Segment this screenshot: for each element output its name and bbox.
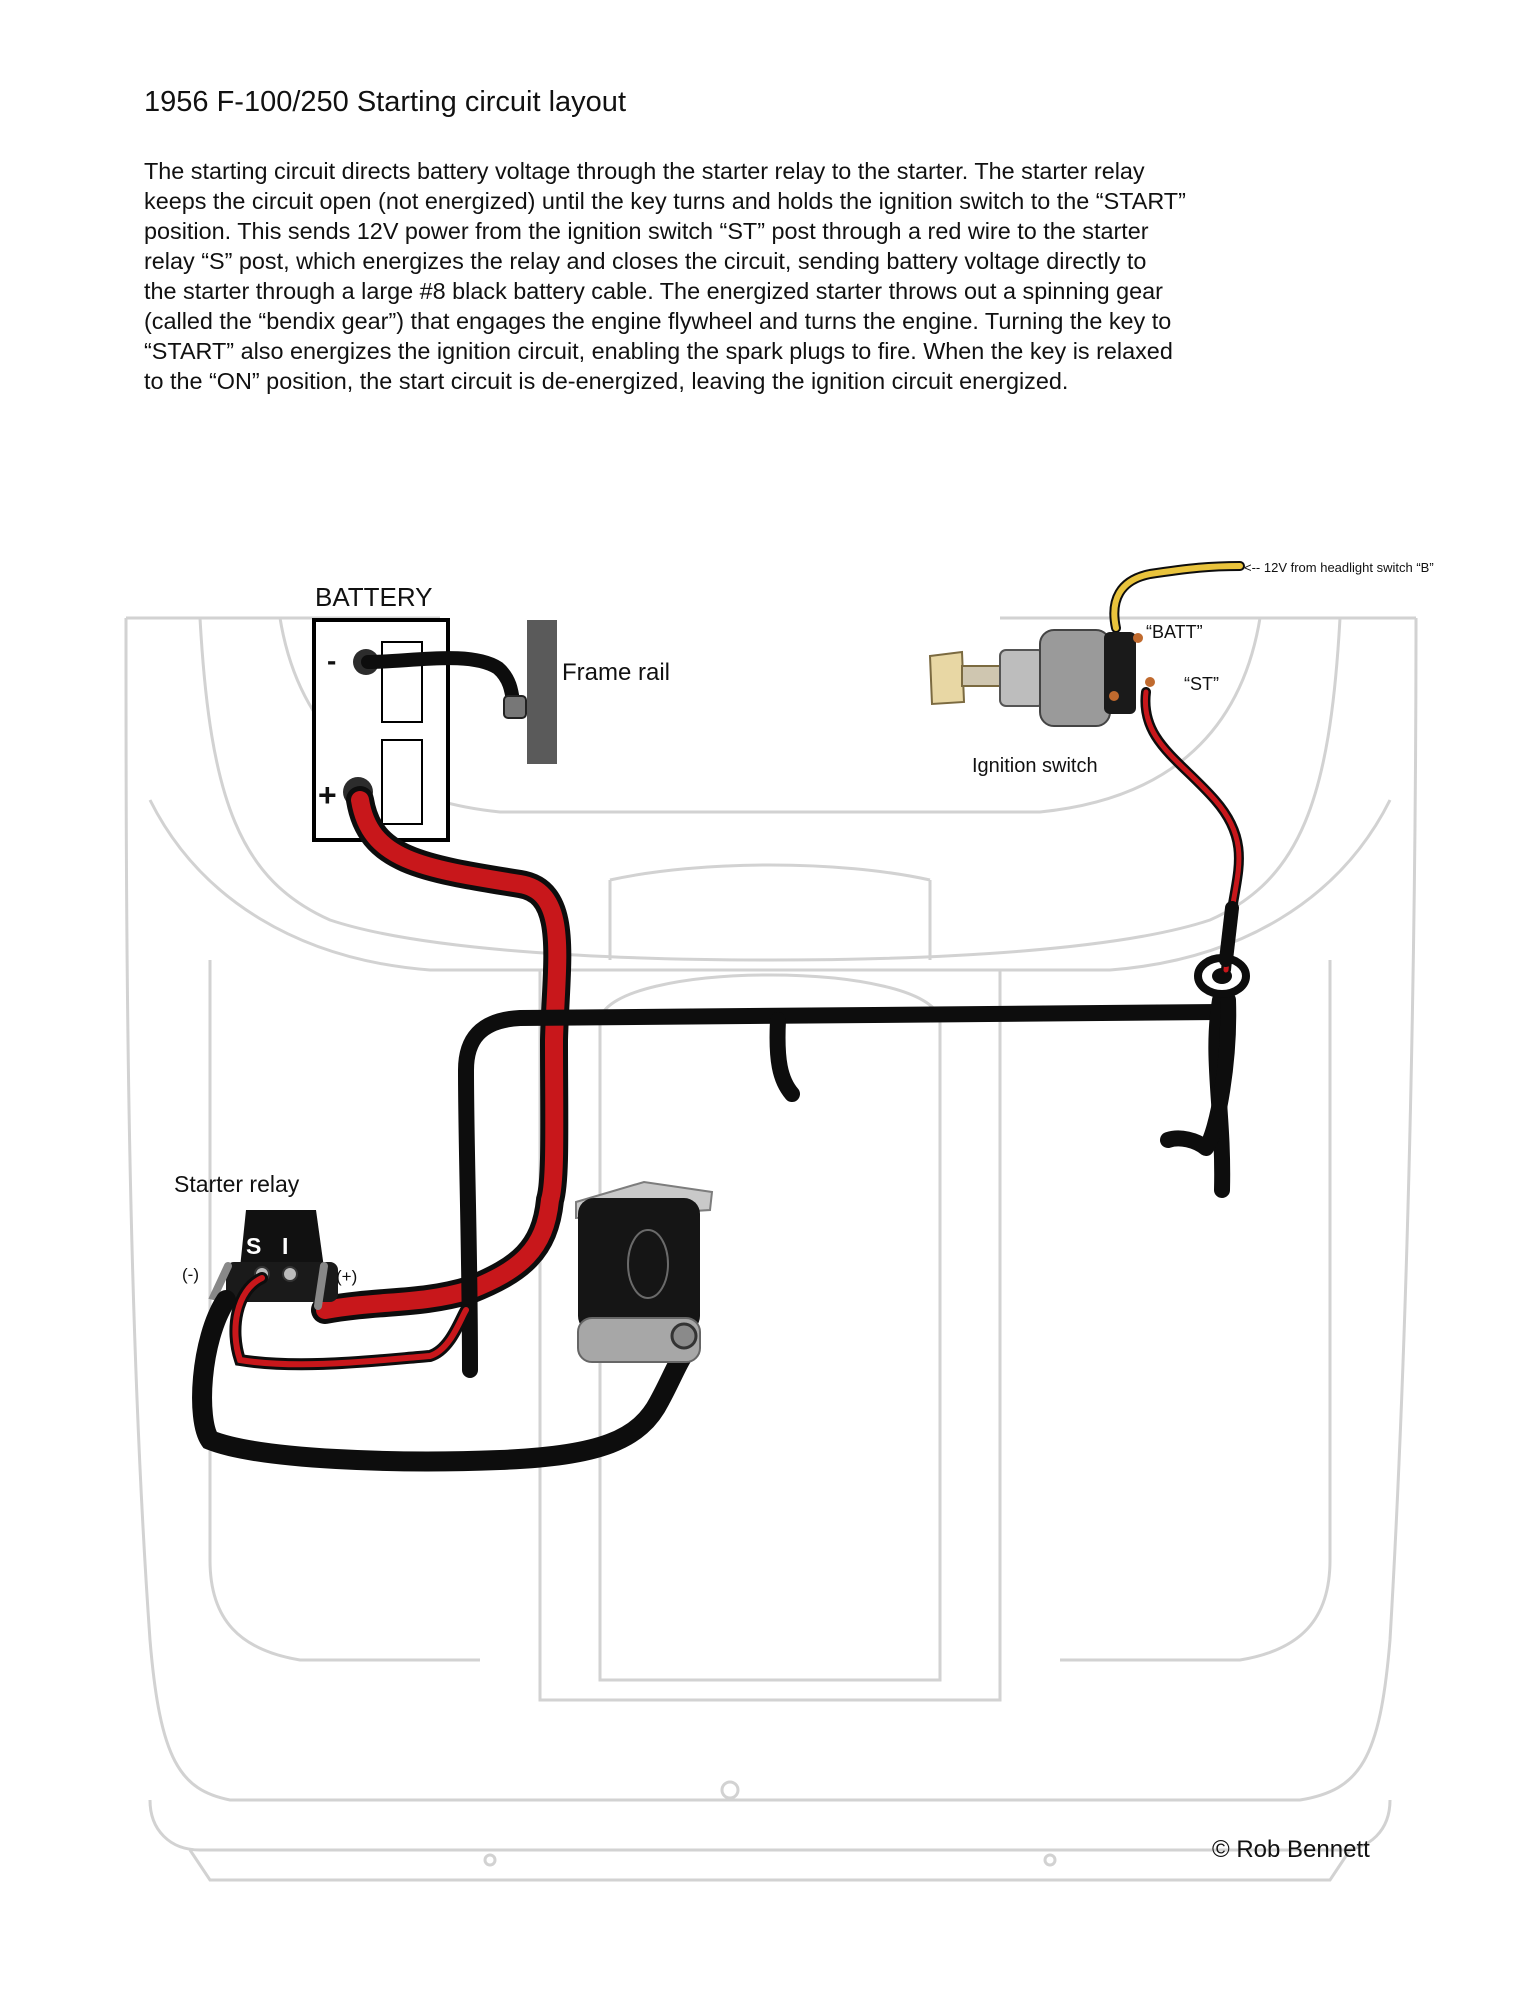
relay-positive-label: (+): [336, 1267, 357, 1286]
ignition-switch-bezel: [999, 649, 1045, 707]
relay-i-label: I: [282, 1233, 288, 1259]
starter-cable: [192, 1290, 700, 1472]
description-line: “START” also energizes the ignition circ…: [144, 338, 1173, 364]
relay-i-post: [282, 1266, 298, 1282]
headlight-feed-label: <-- 12V from headlight switch “B”: [1244, 560, 1434, 575]
battery-positive-cable: [316, 791, 567, 1319]
batt-post-terminal: [1133, 633, 1143, 643]
starter-relay-label: Starter relay: [174, 1171, 300, 1197]
battery-cell: [381, 739, 423, 825]
description-line: (called the “bendix gear”) that engages …: [144, 308, 1172, 334]
ignition-st-wire: [1142, 689, 1242, 973]
inner-fender-right-outline: [1060, 960, 1332, 1662]
description-line: position. This sends 12V power from the …: [144, 218, 1149, 244]
relay-s-label: S: [246, 1233, 261, 1259]
battery-positive-label: +: [318, 777, 337, 813]
ignition-switch: [928, 629, 1155, 727]
starter-terminal: [670, 1322, 698, 1350]
description: The starting circuit directs battery vol…: [144, 156, 1344, 396]
wiring-harness: [458, 992, 1237, 1378]
starter-housing: [578, 1198, 700, 1332]
bumper-bolt-outline: [1043, 1853, 1057, 1867]
starter-relay-body: [240, 1210, 324, 1268]
bumper-bolt-outline: [483, 1853, 497, 1867]
radiator-outline: [538, 970, 1002, 1702]
ignition-switch-terminal-block: [1104, 632, 1136, 714]
description-line: keeps the circuit open (not energized) u…: [144, 188, 1186, 214]
ignition-key: [928, 650, 966, 706]
grille-surround-outline: [148, 799, 1392, 972]
ignition-switch-label: Ignition switch: [972, 755, 1098, 777]
grommet-wire-tip: [1219, 901, 1239, 967]
truck-outline: [124, 616, 1418, 1882]
engine-cowl-outline: [608, 863, 932, 960]
bumper-lower-outline: [188, 1849, 1352, 1882]
description-line: the starter through a large #8 black bat…: [144, 278, 1163, 304]
starter-relay-base: [226, 1262, 338, 1302]
ignition-switch-body: [1039, 629, 1111, 727]
hood-outline: [198, 617, 1342, 962]
description-line: relay “S” post, which energizes the rela…: [144, 248, 1147, 274]
ground-cable: [361, 651, 521, 715]
starter-nameplate: [627, 1229, 669, 1299]
page-title: 1956 F-100/250 Starting circuit layout: [144, 86, 626, 118]
batt-post-label: “BATT”: [1146, 622, 1203, 642]
st-post-label: “ST”: [1184, 674, 1219, 694]
battery-label: BATTERY: [315, 582, 433, 612]
bumper-outline: [148, 1799, 1392, 1852]
st-post-terminal: [1145, 677, 1155, 687]
description-line: The starting circuit directs battery vol…: [144, 158, 1145, 184]
starter-relay: [208, 1210, 338, 1310]
relay-s-wire: [232, 1275, 469, 1368]
frame-rail-label: Frame rail: [562, 659, 670, 686]
description-line: to the “ON” position, the start circuit …: [144, 368, 1069, 394]
headlight-feed-wire: [1111, 563, 1243, 631]
frame-rail: [527, 620, 557, 764]
truck-body-outline: [124, 617, 1418, 1802]
battery-negative-label: -: [327, 645, 336, 676]
relay-positive-bracket: [314, 1262, 328, 1310]
starter-motor: [575, 1180, 714, 1363]
ground-lug: [503, 695, 527, 719]
relay-negative-label: (-): [182, 1265, 199, 1284]
inner-fender-left-outline: [208, 960, 480, 1662]
bumper-bolt-outline: [720, 1780, 740, 1800]
starter-end-cap: [577, 1317, 701, 1363]
copyright: © Rob Bennett: [1212, 1836, 1370, 1863]
